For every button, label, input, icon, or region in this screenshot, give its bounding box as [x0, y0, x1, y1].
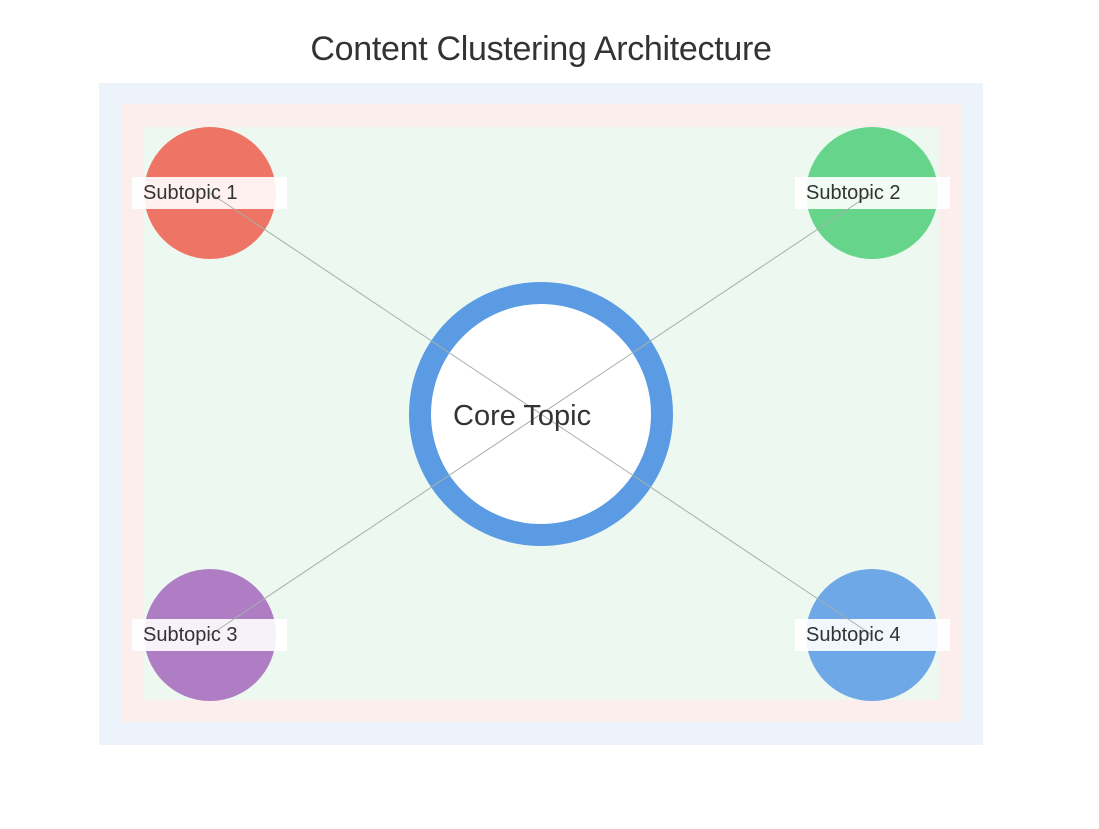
core-topic-label: Core Topic	[453, 400, 591, 432]
subtopic-4-label-box	[795, 619, 950, 651]
subtopic-2-label-box	[795, 177, 950, 209]
connector-2	[209, 192, 873, 636]
subtopic-1-label: Subtopic 1	[143, 182, 238, 204]
subtopic-2-label: Subtopic 2	[806, 182, 901, 204]
subtopic-3-label-box	[132, 619, 287, 651]
subtopic-1-label-box	[132, 177, 287, 209]
subtopic-4-label: Subtopic 4	[806, 624, 901, 646]
diagram-title: Content Clustering Architecture	[310, 30, 772, 68]
subtopic-3-label: Subtopic 3	[143, 624, 238, 646]
